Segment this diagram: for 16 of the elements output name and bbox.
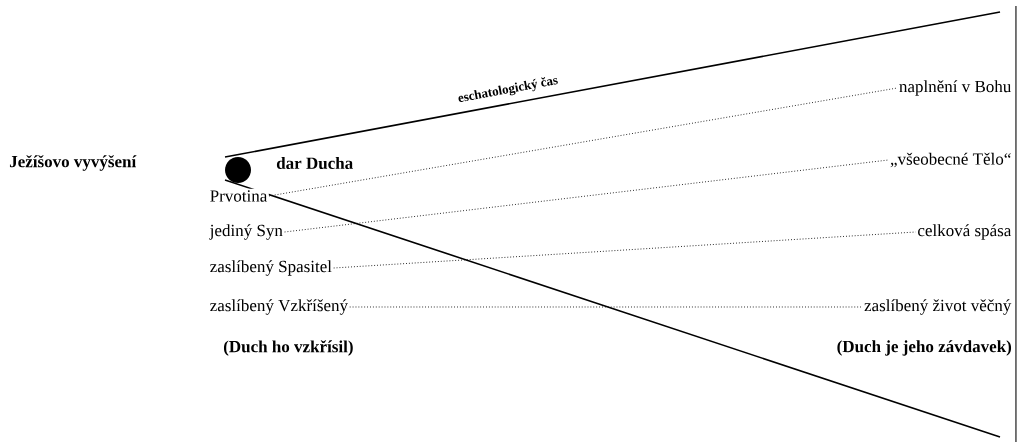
text-label: zaslíbený život věčný <box>862 297 1013 317</box>
text-label: zaslíbený Spasitel <box>208 258 334 278</box>
leader-line <box>349 306 863 308</box>
text-label: jediný Syn <box>208 222 285 242</box>
note-text: (Duch ho vzkřísil) <box>223 340 353 356</box>
text-label: celková spása <box>915 222 1013 242</box>
leader-line <box>284 159 889 233</box>
text-label: Prvotina <box>208 188 269 204</box>
note-text: (Duch je jeho závdavek) <box>837 340 1012 356</box>
leader-line <box>268 87 898 197</box>
heading-text: dar Ducha <box>276 157 353 169</box>
text-label: „všeobecné Tělo“ <box>888 151 1013 169</box>
leader-line <box>333 231 917 269</box>
text-label: naplnění v Bohu <box>897 78 1013 98</box>
heading-text: Ježíšovo vyvýšení <box>9 155 137 171</box>
text-label: zaslíbený Vzkříšený <box>208 297 350 317</box>
